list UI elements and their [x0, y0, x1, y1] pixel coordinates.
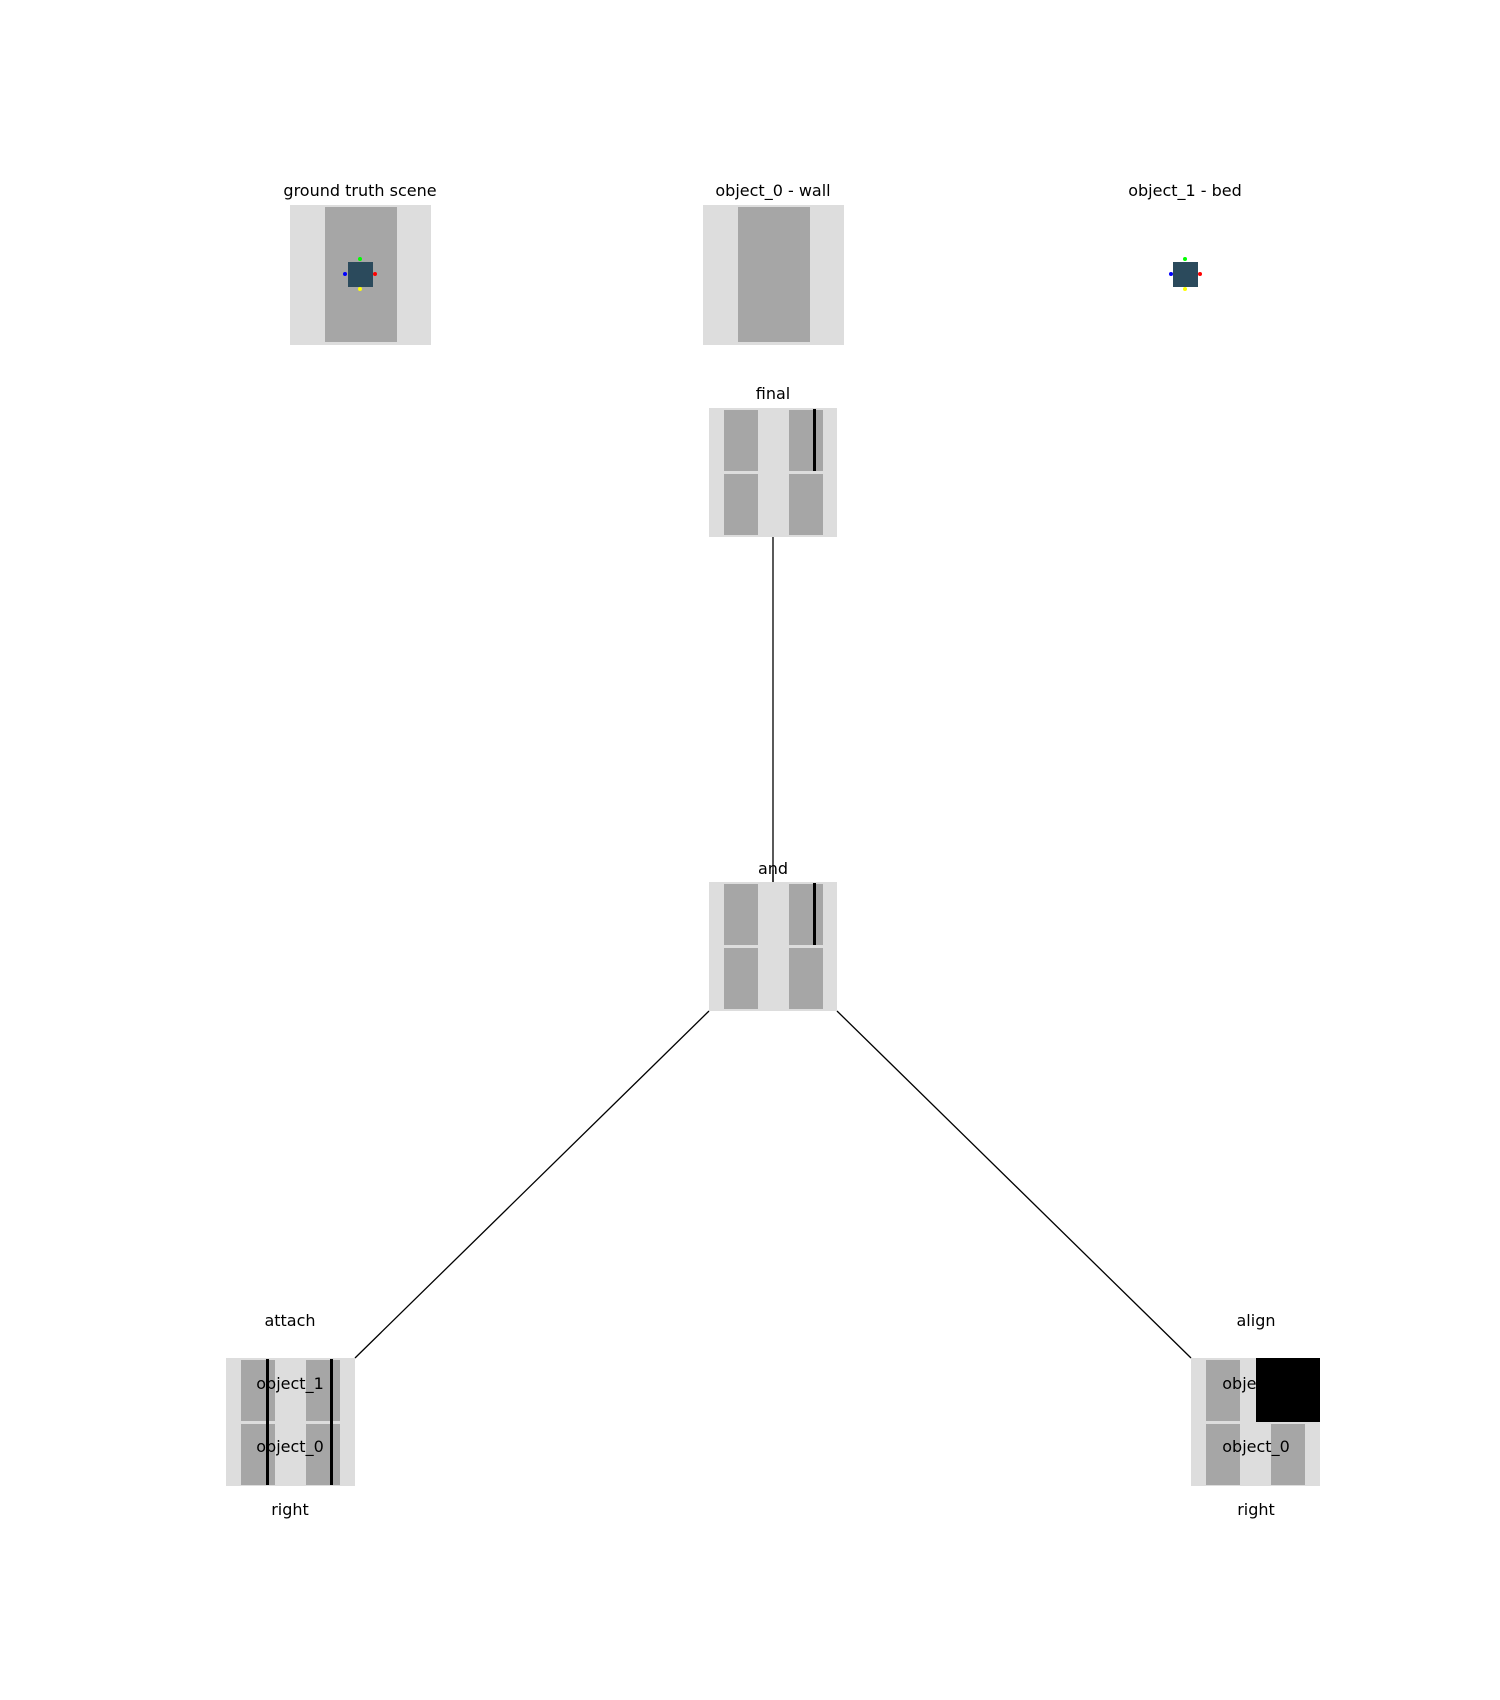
- align-node-thumbnail: [1191, 1358, 1320, 1486]
- object-1-bed-thumbnail: [1169, 257, 1202, 291]
- attach-line-4: right: [271, 1500, 309, 1519]
- align-line-2: object_1: [1222, 1374, 1290, 1393]
- ground-truth-title: ground truth scene: [283, 181, 437, 200]
- object-0-wall-thumbnail: [703, 205, 844, 345]
- and-node-thumbnail: [709, 870, 837, 1011]
- edge-and-attach: [354, 1010, 710, 1359]
- final-node-thumbnail: [709, 408, 837, 537]
- object-1-title: object_1 - bed: [1128, 181, 1242, 200]
- attach-line-3: object_0: [256, 1437, 324, 1456]
- attach-line-2: object_1: [256, 1374, 324, 1393]
- edge-and-align: [836, 1010, 1192, 1359]
- final-node-label: final: [755, 384, 791, 403]
- align-line-1: align: [1236, 1311, 1276, 1330]
- and-node-label: and: [757, 859, 789, 878]
- align-line-3: object_0: [1222, 1437, 1290, 1456]
- align-node-label: align object_1 object_0 right: [1222, 1268, 1289, 1541]
- attach-node-label: attach object_1 object_0 right: [256, 1268, 323, 1541]
- attach-node-thumbnail: [226, 1358, 355, 1486]
- ground-truth-scene-thumbnail: [290, 205, 431, 345]
- object-0-title: object_0 - wall: [715, 181, 831, 200]
- align-line-4: right: [1237, 1500, 1275, 1519]
- attach-line-1: attach: [264, 1311, 316, 1330]
